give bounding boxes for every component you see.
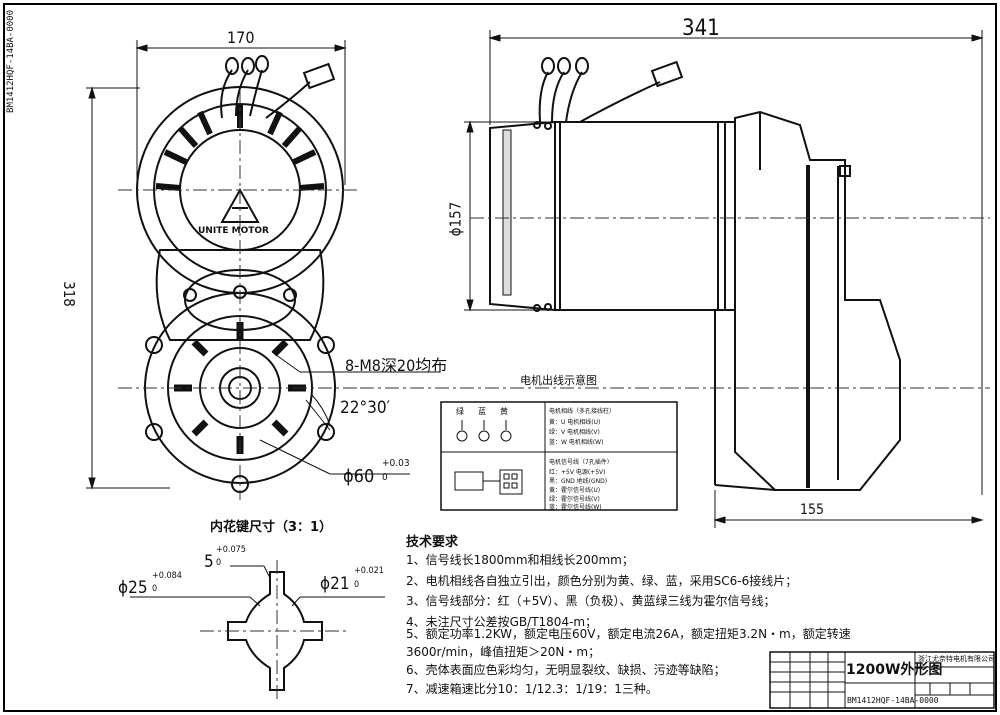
note-5-cont: 3600r/min，峰值扭矩＞20N・m； <box>406 645 601 659</box>
dim-bolt-pattern: 8-M8深20均布 <box>345 356 448 375</box>
dim-bore-tol: +0.03 <box>382 458 410 469</box>
spline-key: 5 <box>204 552 214 572</box>
side-code-label: BM1412HQF-14BA-0000 <box>6 10 16 113</box>
lead-line-3: 蓝：W 电机相线(W) <box>549 439 604 446</box>
brand-logo: UNITE MOTOR <box>198 226 269 236</box>
lead-color-3: 黄 <box>500 407 508 416</box>
dim-bore: ϕ60 <box>343 466 375 487</box>
front-dimension-lines <box>86 40 440 490</box>
lead-line-2: 绿：V 电机相线(V) <box>549 429 600 436</box>
spline-outer: ϕ25 <box>118 578 148 598</box>
spline-key-tol: +0.075 <box>216 545 246 555</box>
lead-line-6: 黑：GND 地线(GND) <box>549 478 608 485</box>
spline-inner-tol: +0.021 <box>354 566 384 576</box>
note-5: 5、额定功率1.2KW，额定电压60V，额定电流26A，额定扭矩3.2N・m，额… <box>406 627 851 641</box>
spline-outer-low: 0 <box>152 584 158 594</box>
side-dimension-lines <box>464 30 984 528</box>
lead-color-1: 绿 <box>456 407 464 416</box>
title-block-name: 1200W外形图 <box>846 662 943 678</box>
lead-color-2: 蓝 <box>478 407 486 416</box>
notes-title: 技术要求 <box>406 535 459 550</box>
lead-line-5: 红：+5V 电源(+5V) <box>549 469 606 476</box>
note-1: 1、信号线长1800mm和相线长200mm； <box>406 553 634 567</box>
spline-outer-tol: +0.084 <box>152 571 182 581</box>
front-centerlines <box>118 90 360 500</box>
lead-line-1: 黄：U 电机相线(U) <box>549 419 601 426</box>
spline-title: 内花键尺寸（3：1） <box>210 520 333 535</box>
lead-line-8: 绿：霍尔信号线(V) <box>549 496 600 503</box>
title-block-company: 浙江尤奈特电机有限公司 <box>918 655 995 663</box>
dim-side-length: 341 <box>682 16 720 41</box>
note-7: 7、减速箱速比分10：1/12.3：1/19：1三种。 <box>406 682 658 696</box>
dim-bore-tol-low: 0 <box>382 472 388 483</box>
note-6: 6、壳体表面应色彩均匀，无明显裂纹、缺损、污迹等缺陷； <box>406 663 726 677</box>
note-3: 3、信号线部分：红（+5V）、黑（负极）、黄蓝绿三线为霍尔信号线； <box>406 594 776 608</box>
dim-flange: 155 <box>800 502 825 518</box>
lead-diagram <box>440 401 678 511</box>
note-2: 2、电机相线各自独立引出，颜色分别为黄、绿、蓝，采用SC6-6接线片； <box>406 574 798 588</box>
title-block <box>769 651 995 709</box>
spline-dimension-lines <box>130 565 385 607</box>
spline-inner: ϕ21 <box>320 574 350 594</box>
drawing-border <box>3 3 997 712</box>
spline-inner-low: 0 <box>354 580 360 590</box>
note-4: 4、未注尺寸公差按GB/T1804-m； <box>406 615 598 629</box>
dim-front-width: 170 <box>227 28 255 47</box>
lead-line-9: 蓝：霍尔信号线(W) <box>549 504 602 511</box>
lead-line-7: 黄：霍尔信号线(U) <box>549 487 601 494</box>
spline-centerlines <box>200 560 350 700</box>
spline-key-low: 0 <box>216 558 222 568</box>
title-block-code: BM1412HQF-14BA-0000 <box>847 696 939 705</box>
dim-angle: 22°30′ <box>340 398 391 418</box>
spline-detail <box>227 571 323 691</box>
dim-front-height: 318 <box>59 281 78 307</box>
lead-diagram-title: 电机出线示意图 <box>520 374 597 387</box>
side-view <box>489 57 901 491</box>
side-centerline <box>360 217 990 389</box>
dim-diameter: ϕ157 <box>446 201 465 237</box>
lead-line-4: 电机信号线（7孔插件） <box>549 459 613 466</box>
lead-line-0: 电机相线（多孔接线柱） <box>549 408 616 415</box>
